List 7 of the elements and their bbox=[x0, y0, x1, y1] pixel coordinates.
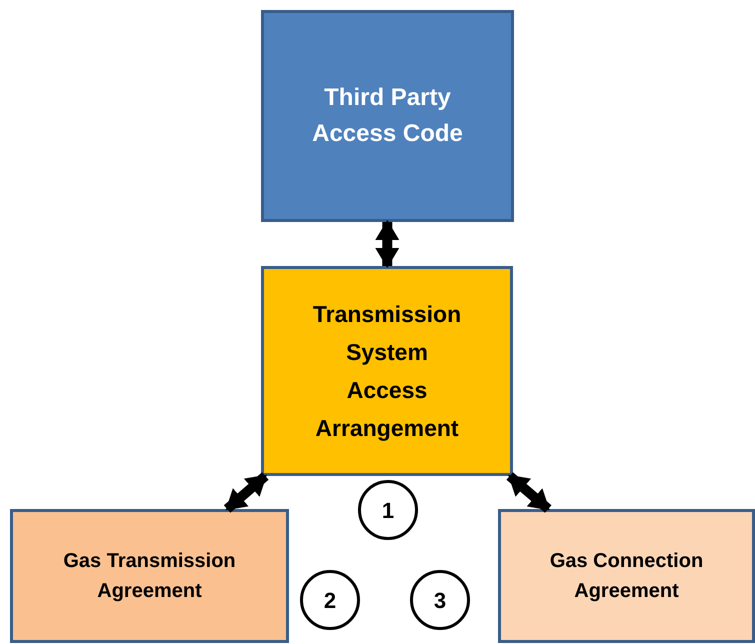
agreement-box: Third Party Access Code bbox=[261, 10, 514, 222]
agreement-box: Gas Connection Agreement bbox=[498, 509, 755, 643]
agreement-box: Gas Transmission Agreement bbox=[10, 509, 289, 643]
agreement-box: Transmission System Access Arrangement bbox=[261, 266, 513, 476]
double-arrow bbox=[375, 220, 400, 268]
double-arrow bbox=[506, 472, 552, 513]
double-arrow bbox=[224, 472, 269, 513]
